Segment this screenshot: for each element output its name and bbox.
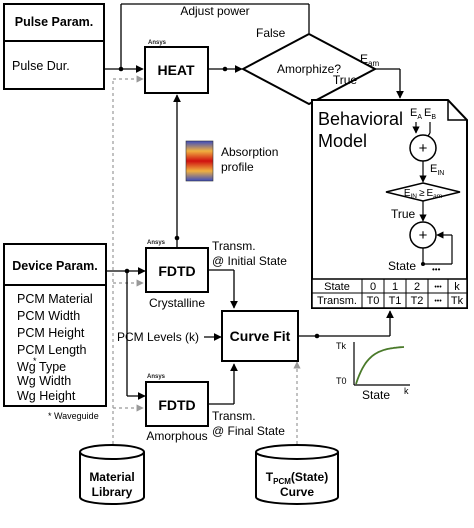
dashed-connectors	[112, 75, 301, 444]
chart-y-bottom-label: T0	[336, 376, 347, 386]
device-item: Wg Height	[17, 389, 76, 403]
plus-symbol-2: +	[419, 227, 428, 244]
material-library-database: Material Library	[79, 444, 145, 505]
transm-initial-line1: Transm.	[212, 239, 256, 253]
material-library-line2: Library	[92, 485, 133, 499]
transmission-curve	[355, 346, 405, 385]
curve-fit-block: Curve Fit	[221, 310, 299, 362]
fdtd-crystalline-block: Ansys FDTD Crystalline	[145, 240, 209, 310]
amorphous-label: Amorphous	[146, 429, 207, 443]
chart-x-end-label: k	[404, 386, 409, 396]
ein-label: EIN	[430, 163, 444, 177]
chart-x-label: State	[362, 388, 390, 402]
ansys-logo-heat: Ansys	[148, 40, 167, 46]
table-row-cell: T0	[367, 295, 380, 307]
fdtd-top-label: FDTD	[158, 263, 195, 279]
bm-true-label: True	[391, 207, 416, 221]
amorphize-label: Amorphize?	[277, 62, 341, 76]
true-label: True	[333, 73, 358, 87]
curve-fit-label: Curve Fit	[230, 328, 291, 344]
transm-final-line2: @ Final State	[212, 424, 285, 438]
table-row-cell: T2	[411, 295, 424, 307]
pulse-param-box: Pulse Param. Pulse Dur.	[3, 3, 105, 90]
ansys-logo-fdtd-top: Ansys	[147, 240, 166, 246]
table-header-cell: •••	[434, 284, 442, 291]
state-transm-table: State 0 1 2 ••• k Transm. T0 T1 T2 ••• T…	[311, 278, 468, 309]
transm-final-line1: Transm.	[212, 409, 256, 423]
ansys-logo-fdtd-bottom: Ansys	[147, 374, 166, 380]
device-param-title: Device Param.	[12, 259, 97, 273]
table-header-cell: State	[324, 281, 350, 293]
behavioral-title-line1: Behavioral	[318, 109, 403, 129]
waveguide-asterisk: *	[33, 356, 37, 366]
amorphize-decision: Amorphize?	[240, 32, 378, 106]
e-am-label: Eam	[360, 52, 379, 68]
table-row-cell: T1	[389, 295, 402, 307]
pulse-param-title: Pulse Param.	[15, 15, 94, 29]
crystalline-label: Crystalline	[149, 296, 205, 310]
device-item: PCM Material	[17, 292, 93, 306]
table-header-cell: 0	[370, 281, 376, 293]
pulse-dur-item: Pulse Dur.	[12, 59, 70, 73]
table-header-cell: 1	[392, 281, 398, 293]
table-row-cell: •••	[434, 298, 442, 305]
device-item: PCM Width	[17, 309, 80, 323]
mini-transmission-chart: Tk T0 State k	[336, 341, 410, 402]
material-library-line1: Material	[89, 470, 134, 484]
heat-block: Ansys HEAT	[144, 40, 209, 94]
adjust-power-label: Adjust power	[180, 4, 249, 18]
tpcm-curve-database: TPCM(State) Curve	[255, 444, 339, 505]
device-item: Wg Type	[17, 360, 66, 374]
device-item: PCM Height	[17, 326, 85, 340]
transm-initial-line2: @ Initial State	[212, 254, 287, 268]
device-item: PCM Length	[17, 343, 87, 357]
behavioral-title-line2: Model	[318, 131, 367, 151]
false-label: False	[256, 26, 286, 40]
table-header-cell: 2	[414, 281, 420, 293]
absorption-heatmap-image	[185, 140, 214, 182]
bm-state-dots: •••	[432, 265, 441, 274]
waveguide-footnote: * Waveguide	[48, 411, 99, 421]
device-item: Wg Width	[17, 374, 71, 388]
fdtd-amorphous-block: Ansys FDTD Amorphous	[145, 374, 209, 443]
threshold-label: EIN≥Eam	[404, 188, 442, 200]
plus-symbol-1: +	[419, 140, 428, 157]
heat-label: HEAT	[157, 62, 195, 78]
table-header-cell: k	[454, 281, 460, 293]
chart-y-top-label: Tk	[336, 341, 346, 351]
table-row-cell: Transm.	[317, 295, 357, 307]
adjust-power-loop	[120, 3, 310, 69]
device-param-box: Device Param. PCM Material PCM Width PCM…	[3, 243, 107, 407]
bm-state-label: State	[388, 259, 416, 273]
tpcm-curve-line1: TPCM(State)	[266, 470, 328, 486]
absorption-profile: Absorption profile	[185, 140, 278, 182]
absorption-label-line1: Absorption	[221, 145, 278, 159]
pcm-levels-label: PCM Levels (k)	[117, 330, 199, 344]
tpcm-curve-line2: Curve	[280, 485, 314, 499]
fdtd-bottom-label: FDTD	[158, 397, 195, 413]
absorption-label-line2: profile	[221, 160, 254, 174]
table-row-cell: Tk	[451, 295, 464, 307]
